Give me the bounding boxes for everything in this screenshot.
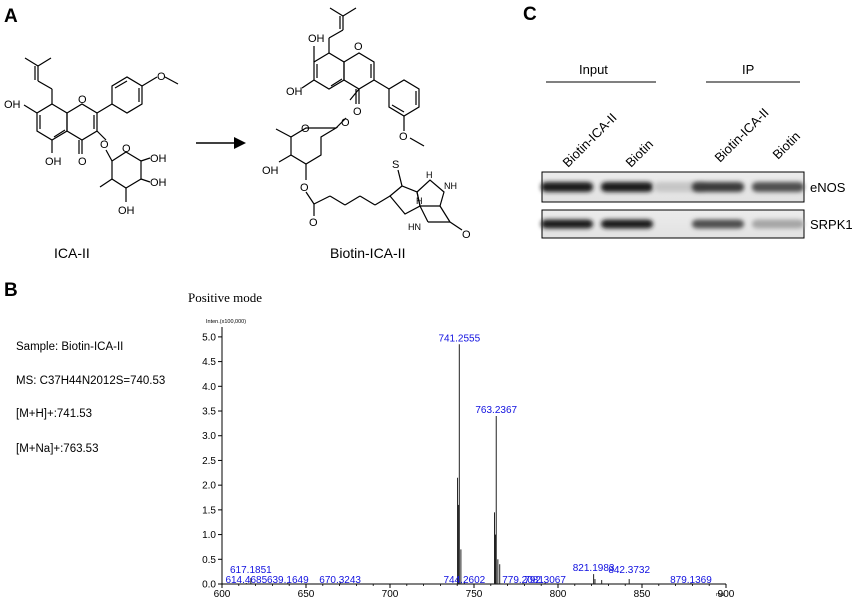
y-tick-label: 1.5	[202, 505, 216, 516]
mh-text: [M+H]+:741.53	[16, 408, 92, 420]
y-tick-label: 2.5	[202, 456, 216, 467]
x-tick-label: 850	[634, 589, 651, 598]
y-tick-label: 4.5	[202, 357, 216, 368]
y-tick-label: 1.0	[202, 530, 216, 541]
peak-labels: 741.2555 763.2367 821.1983 617.1851 670.3243…	[225, 333, 712, 586]
atom-label: OH	[150, 153, 167, 165]
peak-label: 821.1983	[573, 563, 615, 574]
atom-label: O	[354, 41, 363, 53]
band	[692, 219, 744, 229]
panel-label-c: C	[523, 4, 537, 25]
lane-label: Biotin-ICA-II	[560, 110, 620, 170]
peak-label: 670.3243	[319, 575, 361, 586]
lane-label: Biotin	[770, 129, 804, 163]
peak-label: 617.1851	[230, 565, 272, 576]
biotin-ica-ii-structure	[275, 7, 463, 231]
enos-bands	[541, 182, 804, 192]
atom-label: O	[309, 217, 318, 229]
y-ticks: 0.0 0.5 1.0 1.5 2.0 2.5 3.0 3.5 4.0 4.5 5.0	[202, 332, 222, 591]
atom-label: O	[300, 182, 309, 194]
band	[692, 182, 744, 192]
biotin-ica-ii-label: Biotin-ICA-II	[330, 245, 405, 261]
peak-label: 842.3732	[608, 565, 650, 576]
x-tick-label: 650	[298, 589, 315, 598]
mna-text: [M+Na]+:763.53	[16, 443, 98, 455]
y-tick-label: 2.0	[202, 481, 216, 492]
peak-label: 744.2602	[443, 575, 485, 586]
y-tick-label: 4.0	[202, 382, 216, 393]
atom-label: OH	[4, 99, 21, 111]
atom-label: OH	[118, 205, 135, 217]
atom-label: H	[426, 170, 433, 180]
band	[752, 219, 804, 229]
atom-label: O	[157, 71, 166, 83]
y-tick-label: 3.5	[202, 407, 216, 418]
x-tick-label: 600	[214, 589, 231, 598]
ip-header: IP	[742, 62, 754, 77]
x-tick-label: 800	[550, 589, 567, 598]
atom-label: O	[122, 143, 131, 155]
atom-label: O	[341, 117, 350, 129]
panel-label-a: A	[4, 6, 18, 27]
band	[541, 182, 593, 192]
peak-label: 614.4685	[225, 575, 267, 586]
band	[541, 219, 593, 229]
input-header: Input	[579, 62, 608, 77]
x-tick-label: 750	[466, 589, 483, 598]
atom-label: H	[416, 196, 423, 206]
peak-label: 741.2555	[438, 333, 480, 344]
band	[752, 182, 804, 192]
peak-label: 763.2367	[475, 405, 517, 416]
atom-label: OH	[150, 177, 167, 189]
x-tick-label: 700	[382, 589, 399, 598]
y-tick-label: 3.0	[202, 431, 216, 442]
protein-label-enos: eNOS	[810, 180, 846, 195]
peak-label: 792.3067	[524, 575, 566, 586]
ica-ii-label: ICA-II	[54, 245, 90, 261]
atom-label: OH	[262, 165, 279, 177]
atom-label: O	[100, 139, 109, 151]
ica-ii-structure	[23, 57, 179, 202]
y-tick-label: 5.0	[202, 332, 216, 343]
atom-label: O	[399, 131, 408, 143]
atom-label: O	[353, 106, 362, 118]
mode-title: Positive mode	[188, 290, 262, 305]
peak-label: 639.1649	[267, 575, 309, 586]
lane-label: Biotin-ICA-II	[712, 105, 772, 165]
sample-text: Sample: Biotin-ICA-II	[16, 341, 123, 353]
biotin-ica-ii-atoms: OH OH O O O O O OH O O S NH HN O H H	[262, 33, 471, 241]
y-tick-label: 0.5	[202, 555, 216, 566]
reaction-arrow	[196, 137, 246, 149]
y-tick-label: 0.0	[202, 580, 216, 591]
protein-label-srpk1: SRPK1	[810, 217, 853, 232]
band	[601, 219, 653, 229]
ms-text: MS: C37H44N2012S=740.53	[16, 375, 165, 387]
y-axis-caption: Inten.(x100,000)	[206, 319, 246, 325]
atom-label: NH	[444, 181, 457, 191]
peak-label: 879.1369	[670, 575, 712, 586]
x-tick-label: 900	[718, 589, 735, 598]
atom-label: O	[78, 156, 87, 168]
lane-label: Biotin	[623, 137, 657, 171]
atom-label: O	[301, 123, 310, 135]
atom-label: OH	[308, 33, 325, 45]
band	[601, 182, 653, 192]
atom-label: S	[392, 159, 399, 171]
ica-ii-atoms: OH OH O O O O O OH OH OH	[4, 71, 167, 217]
peaks	[245, 344, 692, 584]
atom-label: OH	[286, 86, 303, 98]
atom-label: O	[462, 229, 471, 241]
peak-label: 779.2081	[502, 575, 544, 586]
atom-label: HN	[408, 222, 421, 232]
atom-label: O	[78, 94, 87, 106]
srpk1-bands	[541, 219, 804, 229]
x-ticks: 600 650 700 750 800 850 900	[214, 584, 735, 598]
atom-label: OH	[45, 156, 62, 168]
panel-label-b: B	[4, 280, 18, 301]
ms-chart: Inten.(x100,000) m/z 0.0 0.5 1.0 1.5 2.0 2.5 3…	[202, 319, 735, 598]
x-axis-caption: m/z	[716, 592, 725, 598]
